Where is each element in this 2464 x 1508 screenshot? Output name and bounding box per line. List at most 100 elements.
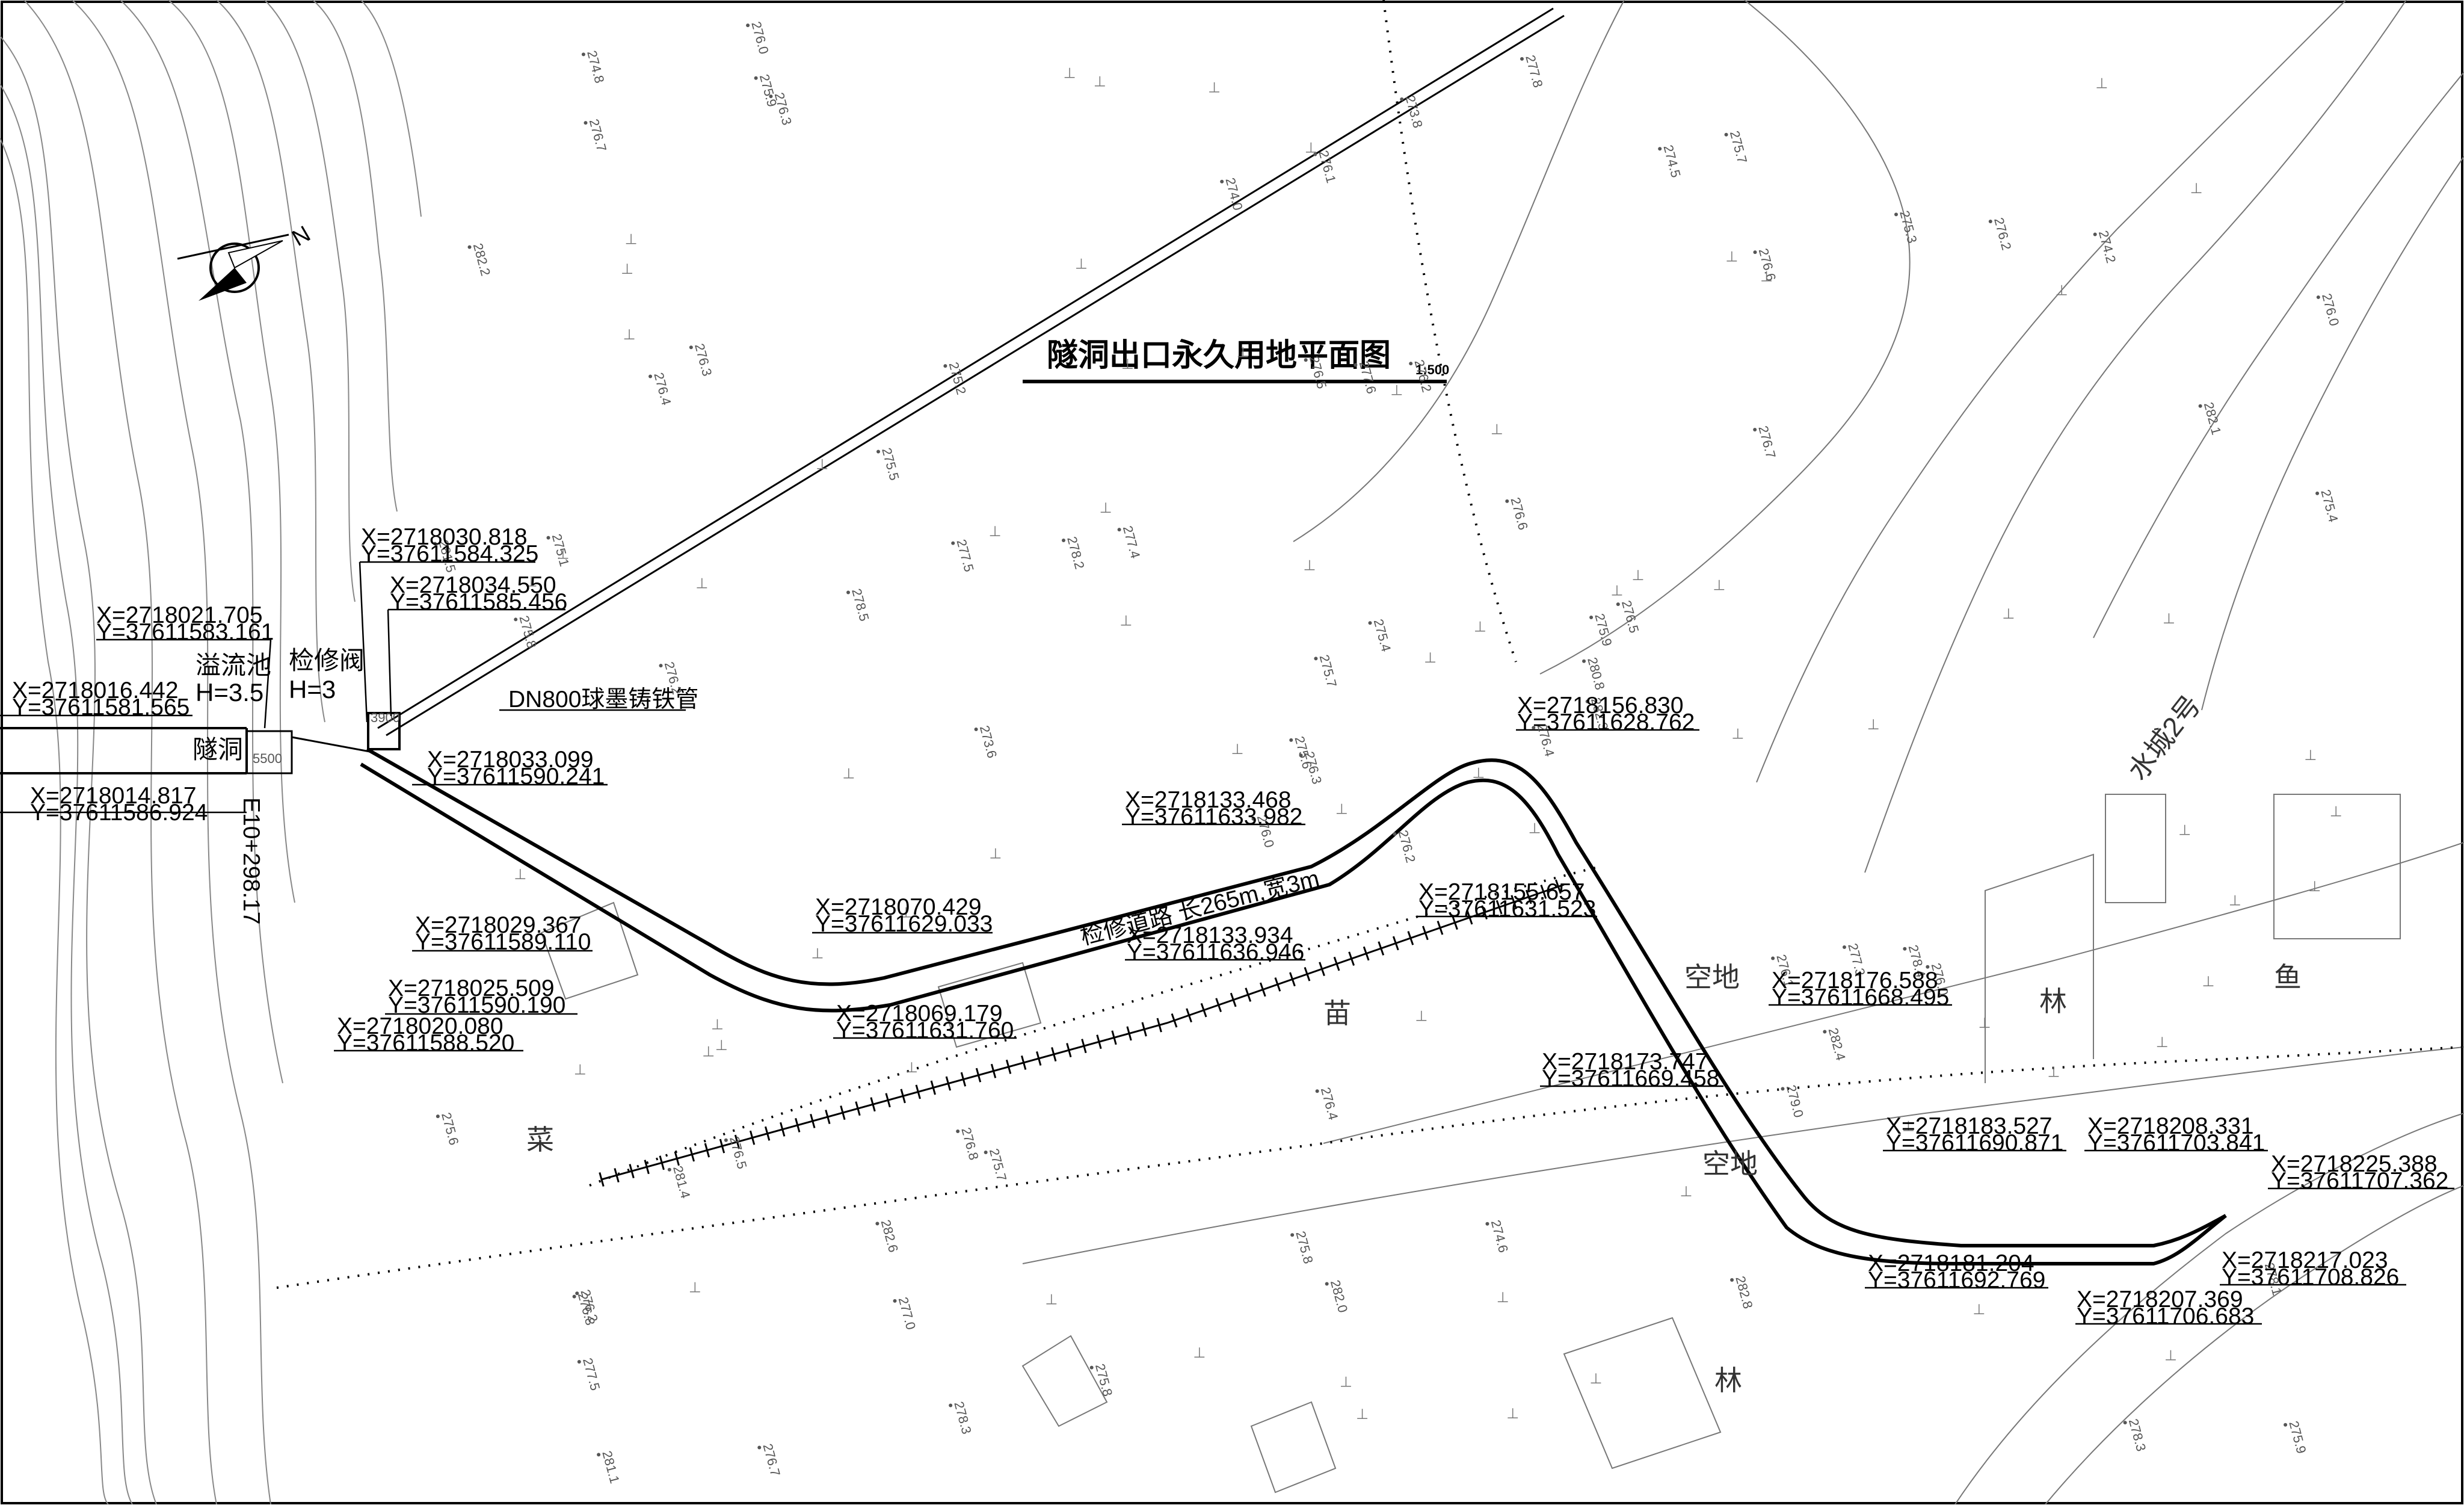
map-scale: 1:500 [1415, 362, 1449, 377]
coord-x: X=2718155.657 [1418, 879, 1585, 905]
spot-elevation: 273.8 [1400, 94, 1426, 129]
vegetation-symbol: ⊥ [625, 231, 638, 247]
hatch-mark [1452, 915, 1458, 930]
spot-elevation: 277.8 [1520, 54, 1546, 89]
svg-text:276.2: 276.2 [1396, 829, 1418, 865]
vegetation-symbol: ⊥ [1415, 1008, 1428, 1024]
hatch-mark [1215, 998, 1222, 1012]
coord-x: X=2718156.830 [1517, 693, 1684, 718]
vegetation-symbol: ⊥ [2190, 181, 2203, 197]
vegetation-symbol: ⊥ [1979, 1015, 1991, 1031]
svg-text:276.8: 276.8 [958, 1126, 981, 1162]
hatch-mark [1081, 1039, 1087, 1054]
vegetation-symbol: ⊥ [557, 546, 570, 563]
hatch-mark [795, 1117, 801, 1133]
hatch-mark [1437, 920, 1444, 935]
vegetation-symbol: ⊥ [1064, 66, 1076, 82]
hatch-mark [825, 1110, 831, 1124]
vegetation-symbol: ⊥ [1356, 1406, 1369, 1423]
coord-y: Y=37611631.523 [1418, 896, 1596, 922]
vegetation-symbol: ⊥ [715, 1037, 728, 1054]
coord-x: X=2718021.705 [96, 602, 263, 628]
vegetation-symbol: ⊥ [621, 261, 633, 277]
coord-y: Y=37611692.769 [1868, 1267, 2045, 1293]
vegetation-symbol: ⊥ [816, 456, 828, 472]
hatch-mark [1200, 1003, 1207, 1018]
vegetation-symbol: ⊥ [1680, 1184, 1693, 1200]
svg-text:278.5: 278.5 [849, 587, 872, 623]
hatch-mark [990, 1063, 997, 1078]
hatch-mark [674, 1151, 680, 1166]
vegetation-symbol: ⊥ [1506, 1406, 1519, 1422]
hatch-mark [599, 1172, 605, 1187]
coord-x: X=2718133.468 [1125, 787, 1292, 813]
spot-elevation: 282.4 [1823, 1026, 1849, 1062]
spot-elevation: 274.0 [1220, 176, 1246, 212]
spot-elevation: 275.7 [1314, 653, 1340, 689]
svg-text:275.3: 275.3 [1897, 209, 1920, 245]
coord-x: X=2718133.934 [1127, 922, 1293, 948]
hatch-mark [659, 1155, 665, 1170]
svg-text:275.7: 275.7 [987, 1147, 1009, 1183]
vegetation-symbol: ⊥ [711, 1017, 724, 1033]
coord-y: Y=37611629.033 [815, 911, 993, 937]
coord-y: Y=37611690.871 [1886, 1130, 2063, 1156]
vegetation-symbol: ⊥ [1590, 1371, 1603, 1387]
vegetation-symbol: ⊥ [525, 574, 538, 590]
spot-elevation: 274.8 [581, 49, 608, 85]
coord-y: Y=37611589.110 [415, 929, 591, 955]
vegetation-symbol: ⊥ [1632, 567, 1645, 584]
spot-elevation: 278.3 [2123, 1417, 2149, 1453]
pipe-dn800 [377, 7, 1565, 737]
coord-y: Y=37611628.762 [1517, 709, 1695, 735]
coord-y: Y=37611636.946 [1127, 939, 1304, 965]
svg-text:276.4: 276.4 [1318, 1086, 1341, 1122]
vegetation-symbol: ⊥ [905, 1060, 918, 1076]
dim-right-label: 3900 [371, 710, 400, 725]
vegetation-symbol: ⊥ [1231, 741, 1244, 758]
svg-text:273.6: 273.6 [977, 724, 1000, 760]
spot-elevation: 275.7 [984, 1147, 1009, 1183]
svg-text:278.3: 278.3 [2126, 1417, 2149, 1453]
hatch-mark [1230, 992, 1237, 1007]
coord-x: X=2718025.509 [388, 975, 555, 1001]
dotted-boundaries [276, 0, 2464, 1289]
coord-x: X=2718181.204 [1868, 1250, 2034, 1276]
vegetation-symbol: ⊥ [1237, 344, 1249, 360]
overflow-tank-label: 溢流池 [196, 651, 271, 679]
vegetation-symbol: ⊥ [1725, 249, 1738, 265]
coord-y: Y=37611633.982 [1125, 804, 1302, 830]
hatch-mark [734, 1134, 741, 1149]
hatched-boundary [601, 883, 1565, 1181]
vegetation-symbol: ⊥ [623, 327, 636, 343]
vegetation-symbol: ⊥ [1610, 582, 1623, 599]
vegetation-symbol: ⊥ [1760, 269, 1773, 285]
spot-elevation: 276.8 [956, 1126, 982, 1162]
station-label: E10+298.17 [238, 797, 264, 924]
coord-x: X=2718030.818 [361, 524, 528, 550]
access-road [360, 747, 2227, 1265]
hatch-mark [885, 1093, 891, 1108]
north-arrow: N [177, 221, 315, 301]
place-labels: 空地鱼空地林菜林苗 [526, 962, 2302, 1396]
svg-text:277.0: 277.0 [896, 1296, 919, 1332]
svg-text:282.4: 282.4 [1826, 1026, 1849, 1062]
valve-chamber [367, 712, 401, 750]
spot-elevation: 273.6 [974, 724, 1000, 760]
spot-elevation: 277.5 [577, 1356, 603, 1392]
place-label: 林 [1714, 1365, 1742, 1396]
spot-elevation: 282.1 [2198, 401, 2224, 437]
vegetation-symbol: ⊥ [1424, 650, 1437, 666]
coord-y: Y=37611585.456 [390, 589, 567, 615]
spot-elevation: 275.8 [1290, 1229, 1316, 1265]
hatch-mark [644, 1160, 650, 1175]
spot-elevation: 277.5 [951, 537, 977, 573]
svg-text:278.2: 278.2 [1064, 535, 1087, 571]
spot-elevation: 276.2 [1988, 216, 2014, 252]
svg-text:282.1: 282.1 [2201, 401, 2224, 437]
vegetation-symbol: ⊥ [2048, 1064, 2060, 1080]
spot-elevation: 275.9 [2284, 1420, 2309, 1455]
tunnel-exit-line [291, 736, 374, 753]
